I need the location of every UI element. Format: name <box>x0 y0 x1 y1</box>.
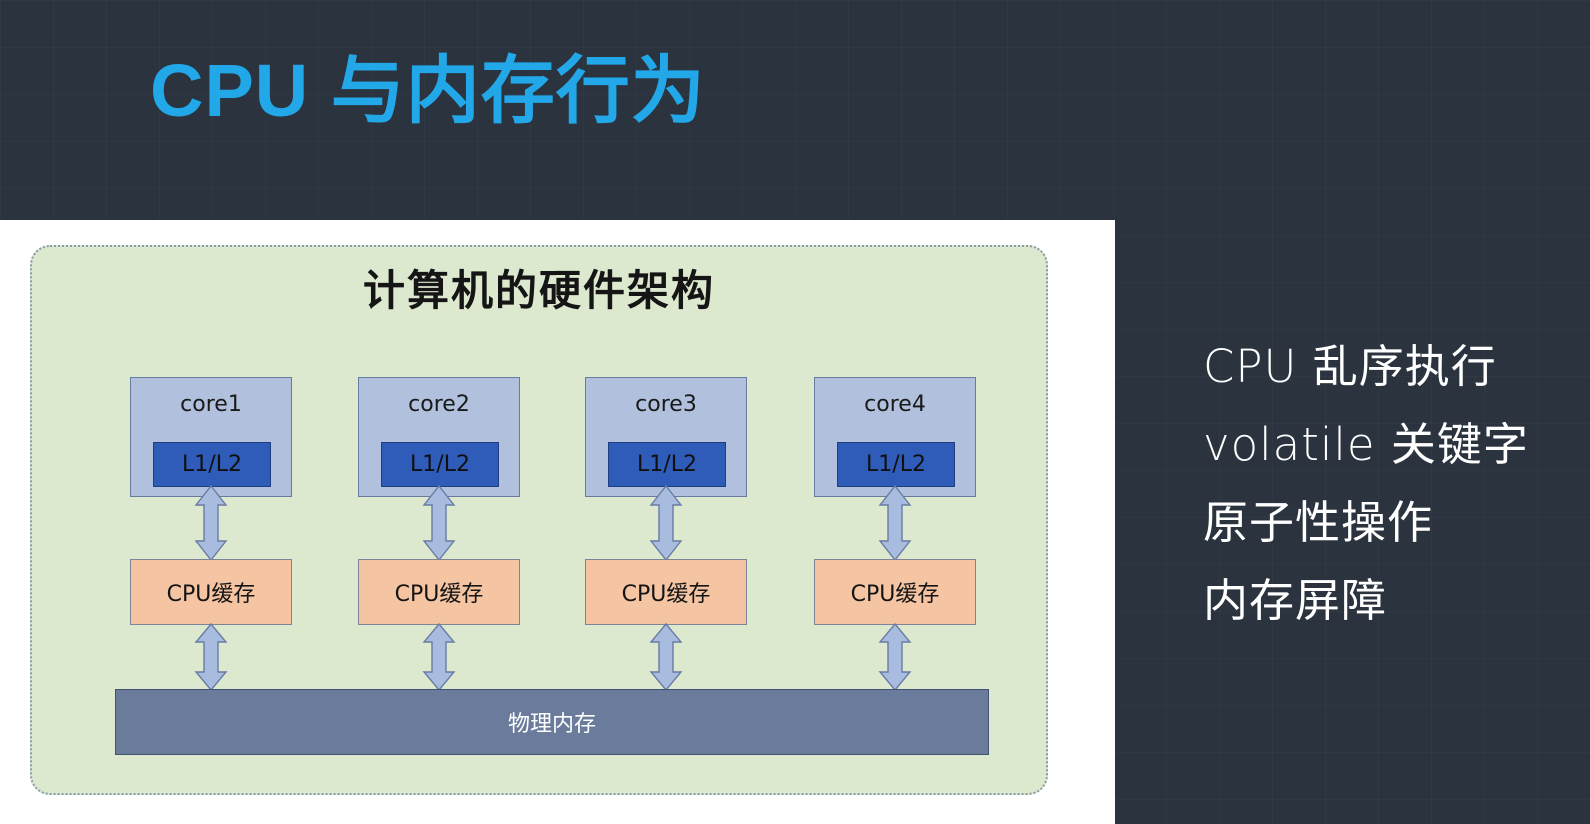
topic-list: CPU 乱序执行 volatile 关键字 原子性操作 内存屏障 <box>1203 328 1590 640</box>
bidirectional-arrow-icon <box>421 623 457 691</box>
physical-memory-bar: 物理内存 <box>115 689 989 755</box>
bidirectional-arrow-icon <box>421 485 457 561</box>
core-box: core3 L1/L2 <box>585 377 747 497</box>
core-label: core3 <box>635 392 697 417</box>
cpu-cache-box: CPU缓存 <box>814 559 976 625</box>
list-item: CPU 乱序执行 <box>1203 340 1497 393</box>
page-title: CPU 与内存行为 <box>150 48 706 132</box>
cpu-cache-box: CPU缓存 <box>358 559 520 625</box>
l1l2-cache-box: L1/L2 <box>837 442 955 487</box>
l1l2-cache-box: L1/L2 <box>153 442 271 487</box>
hardware-architecture-diagram: 计算机的硬件架构 core1 L1/L2 CPU缓存 <box>30 245 1048 795</box>
l1l2-cache-box: L1/L2 <box>381 442 499 487</box>
core-column: core4 L1/L2 CPU缓存 <box>814 377 976 691</box>
bidirectional-arrow-icon <box>193 623 229 691</box>
list-item: 内存屏障 <box>1203 574 1388 627</box>
core-box: core2 L1/L2 <box>358 377 520 497</box>
core-label: core4 <box>864 392 926 417</box>
l1l2-cache-box: L1/L2 <box>608 442 726 487</box>
core-column: core1 L1/L2 CPU缓存 <box>130 377 292 691</box>
bidirectional-arrow-icon <box>193 485 229 561</box>
bidirectional-arrow-icon <box>877 623 913 691</box>
diagram-title: 计算机的硬件架构 <box>362 266 715 315</box>
core-column: core2 L1/L2 CPU缓存 <box>358 377 520 691</box>
figure-panel: 计算机的硬件架构 core1 L1/L2 CPU缓存 <box>0 220 1115 824</box>
cpu-cache-box: CPU缓存 <box>585 559 747 625</box>
core-box: core1 L1/L2 <box>130 377 292 497</box>
bidirectional-arrow-icon <box>648 485 684 561</box>
list-item: 原子性操作 <box>1203 496 1434 549</box>
core-column: core3 L1/L2 CPU缓存 <box>585 377 747 691</box>
core-box: core4 L1/L2 <box>814 377 976 497</box>
bidirectional-arrow-icon <box>877 485 913 561</box>
core-label: core1 <box>180 392 242 417</box>
bidirectional-arrow-icon <box>648 623 684 691</box>
cpu-cache-box: CPU缓存 <box>130 559 292 625</box>
core-label: core2 <box>408 392 470 417</box>
list-item: volatile 关键字 <box>1203 418 1529 471</box>
